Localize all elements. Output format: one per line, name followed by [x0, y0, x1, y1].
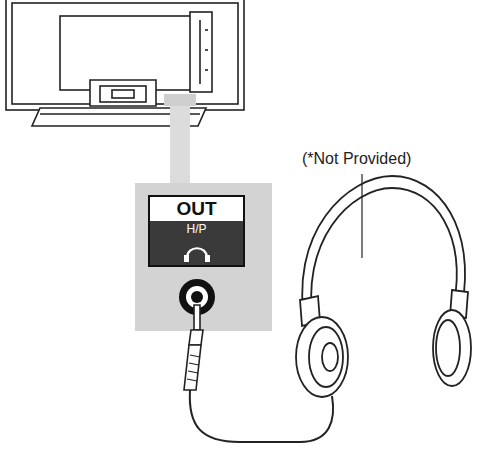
stand-mount: [100, 86, 146, 102]
headband-outer: [302, 176, 465, 330]
note-label: (*Not Provided): [300, 150, 413, 168]
port-name: H/P: [150, 221, 243, 260]
port-label-plate: OUTH/P: [148, 195, 245, 267]
panel-tick: [205, 29, 208, 31]
left-earcup-cap: [322, 343, 338, 371]
headband-inner: [311, 188, 457, 328]
plug-body: [184, 345, 201, 390]
tv-bezel: [12, 3, 238, 104]
plug-grip: [188, 371, 198, 373]
panel-tick: [205, 69, 208, 71]
leader-line: [361, 174, 362, 258]
plug-grip: [189, 363, 199, 365]
port-direction: OUT: [150, 197, 243, 221]
headphone-cable: [190, 390, 333, 442]
panel-tick: [205, 49, 208, 51]
plug-tip: [194, 305, 200, 330]
panel-line: [199, 20, 201, 84]
plug-grip: [190, 355, 200, 357]
stand-connector: [112, 90, 134, 98]
stand-neck: [90, 80, 156, 106]
tv-back-panel: [60, 16, 210, 90]
tv-frame: [6, 0, 244, 110]
port-highlight: [164, 94, 196, 106]
plug-grip: [187, 379, 197, 381]
tv-side-panel: [190, 12, 212, 92]
left-earcup-rim: [309, 327, 343, 387]
plug-collar: [189, 330, 203, 345]
left-earcup: [296, 317, 348, 397]
inset-panel: [135, 183, 272, 331]
callout-band: [170, 106, 190, 184]
jack-hole: [191, 291, 203, 303]
right-earcup: [433, 310, 471, 386]
right-earcup-pad: [436, 320, 460, 376]
